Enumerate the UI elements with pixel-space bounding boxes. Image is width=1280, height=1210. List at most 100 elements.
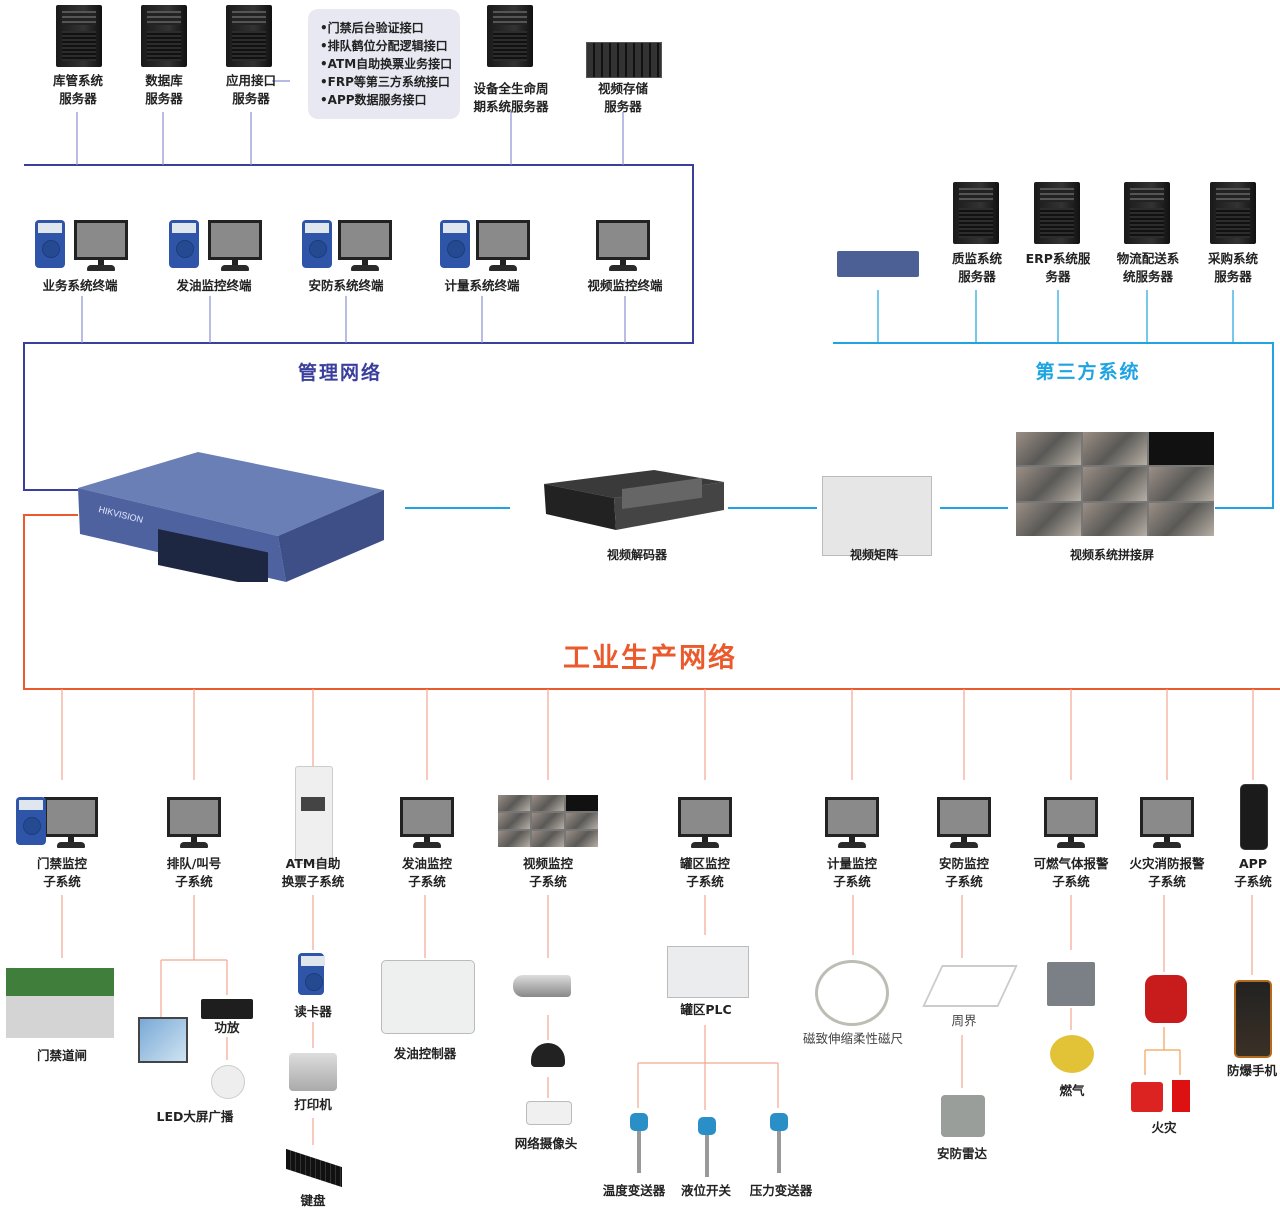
third-party-server-label: 物流配送系 统服务器 — [1116, 251, 1180, 284]
radar-icon — [941, 1095, 985, 1137]
temperature-transmitter-icon — [628, 1113, 650, 1175]
card-reader-icon — [440, 220, 470, 268]
magnetostrictive-probe-icon — [815, 960, 889, 1026]
device-label: 温度变送器 — [602, 1183, 666, 1198]
monitor-icon — [1140, 797, 1194, 849]
led-screen-icon — [138, 1017, 188, 1063]
third-party-title: 第三方系统 — [1035, 361, 1141, 383]
box-camera-icon — [526, 1101, 572, 1125]
decoder-label: 视频解码器 — [606, 548, 668, 562]
subsystem-label: ATM自助 换票子系统 — [281, 856, 345, 889]
core-switch-icon: HIKVISION — [78, 452, 384, 582]
video-matrix-icon — [822, 476, 932, 556]
device-label: LED大屏广播 — [156, 1109, 234, 1124]
management-bus-top — [23, 164, 694, 491]
device-label: 燃气 — [1059, 1083, 1085, 1098]
subsystem-label: 排队/叫号 子系统 — [166, 856, 222, 889]
server-icon — [56, 5, 102, 67]
device-label: 周界 — [951, 1013, 977, 1028]
device-label: 读卡器 — [294, 1004, 332, 1019]
subsystem-label: 发油监控 子系统 — [401, 856, 453, 889]
video-wall-icon — [498, 795, 598, 847]
device-label: 键盘 — [300, 1193, 326, 1208]
subsystem-label: 安防监控 子系统 — [938, 856, 990, 889]
card-reader-icon — [169, 220, 199, 268]
monitor-icon — [44, 797, 98, 849]
flame-detector-icon — [1145, 975, 1187, 1023]
terminal-label: 计量系统终端 — [444, 278, 520, 293]
plc-icon — [667, 946, 749, 998]
device-label: 磁致伸缩柔性磁尺 — [802, 1031, 904, 1046]
smartphone-icon — [1240, 784, 1268, 850]
subsystem-label: 罐区监控 子系统 — [679, 856, 731, 889]
monitor-icon — [1044, 797, 1098, 849]
terminal-label: 业务系统终端 — [42, 278, 118, 293]
storage-array-icon — [586, 42, 662, 78]
manual-call-point-icon — [1131, 1082, 1163, 1112]
fire-pump-icon — [1172, 1080, 1190, 1112]
terminal-label: 视频监控终端 — [587, 278, 663, 293]
switch-icon — [837, 251, 919, 277]
card-reader-icon — [302, 220, 332, 268]
monitor-icon — [74, 220, 128, 272]
fuel-controller-icon — [381, 960, 475, 1034]
interface-item: •ATM自助换票业务接口 — [320, 57, 453, 71]
server-label: 数据库 服务器 — [145, 73, 183, 106]
atm-kiosk-icon — [295, 766, 333, 864]
monitor-icon — [596, 220, 650, 272]
interface-item: •FRP等第三方系统接口 — [320, 75, 450, 89]
subsystem-label: 计量监控 子系统 — [826, 856, 878, 889]
server-icon — [141, 5, 187, 67]
server-icon — [487, 5, 533, 67]
gas-detector-icon — [1050, 1035, 1094, 1073]
subsystem-label: 可燃气体报警 子系统 — [1033, 856, 1109, 889]
amplifier-icon — [201, 999, 253, 1019]
management-network-title: 管理网络 — [297, 362, 383, 384]
monitor-icon — [400, 797, 454, 849]
server-label: 应用接口 服务器 — [225, 73, 277, 106]
monitor-icon — [937, 797, 991, 849]
industrial-bus — [23, 514, 1280, 690]
card-reader-icon — [298, 953, 325, 995]
explosion-proof-phone-icon — [1234, 980, 1272, 1058]
third-party-server-label: 采购系统 服务器 — [1207, 251, 1259, 284]
video-decoder-icon — [544, 470, 724, 530]
interface-item: •APP数据服务接口 — [320, 93, 427, 107]
gas-controller-icon — [1047, 962, 1095, 1006]
server-icon — [1124, 182, 1170, 244]
speaker-icon — [211, 1065, 245, 1099]
monitor-icon — [825, 797, 879, 849]
level-switch-icon — [696, 1117, 718, 1179]
dome-camera-icon — [531, 1043, 565, 1067]
device-label: 功放 — [214, 1020, 240, 1035]
interface-list: •门禁后台验证接口 •排队鹤位分配逻辑接口 •ATM自助换票业务接口 •FRP等… — [308, 9, 460, 119]
third-party-server-label: 质监系统 服务器 — [951, 251, 1003, 284]
interface-item: •排队鹤位分配逻辑接口 — [320, 39, 448, 53]
device-label: 压力变送器 — [749, 1183, 813, 1198]
device-label: 安防雷达 — [936, 1146, 988, 1161]
subsystem-label: 火灾消防报警 子系统 — [1129, 856, 1205, 889]
card-reader-icon — [16, 797, 46, 845]
industrial-network-title: 工业生产网络 — [563, 643, 737, 674]
device-label: 液位开关 — [680, 1183, 732, 1198]
device-label: 网络摄像头 — [514, 1136, 578, 1151]
barrier-gate-icon — [6, 968, 114, 1038]
device-label: 防爆手机 — [1226, 1063, 1278, 1078]
monitor-icon — [476, 220, 530, 272]
monitor-icon — [167, 797, 221, 849]
third-party-server-label: ERP系统服 务器 — [1025, 251, 1091, 284]
server-label: 视频存储 服务器 — [597, 81, 649, 114]
device-label: 火灾 — [1151, 1120, 1177, 1135]
server-icon — [1210, 182, 1256, 244]
server-icon — [953, 182, 999, 244]
server-icon — [226, 5, 272, 67]
device-label: 门禁道闸 — [36, 1048, 88, 1063]
pressure-transmitter-icon — [768, 1113, 802, 1175]
bullet-camera-icon — [513, 975, 571, 997]
printer-icon — [289, 1053, 337, 1091]
interface-item: •门禁后台验证接口 — [320, 21, 424, 35]
device-label: 罐区PLC — [680, 1002, 732, 1017]
card-reader-icon — [35, 220, 65, 268]
server-label: 设备全生命周 期系统服务器 — [473, 81, 549, 114]
